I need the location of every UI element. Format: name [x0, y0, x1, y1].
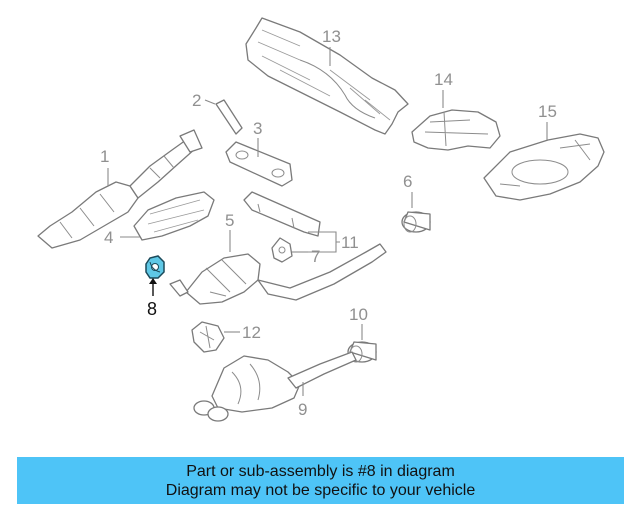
part-9-rear-muffler[interactable]: [193, 351, 357, 422]
part-12-hanger-bracket[interactable]: [191, 321, 225, 353]
callout-3[interactable]: 3: [253, 119, 262, 138]
leader-11: [308, 231, 340, 253]
part-1-catalytic-converter[interactable]: [37, 129, 203, 249]
callout-10[interactable]: 10: [349, 305, 368, 324]
part-15-floor-heat-shield[interactable]: [483, 133, 605, 201]
caption-line-1: Part or sub-assembly is #8 in diagram: [186, 462, 455, 480]
part-7-rubber-hanger[interactable]: [271, 237, 293, 263]
part-2-stud[interactable]: [215, 99, 243, 135]
callout-2[interactable]: 2: [192, 91, 201, 110]
callout-4[interactable]: 4: [104, 228, 113, 247]
part-13-heat-shield[interactable]: [245, 17, 409, 135]
exhaust-parts-diagram: 13 14 15 2 3 1 4: [37, 17, 605, 422]
part-5-front-muffler[interactable]: [169, 243, 387, 305]
callout-9[interactable]: 9: [298, 400, 307, 419]
callout-1[interactable]: 1: [100, 147, 109, 166]
part-14-heat-shield-bracket[interactable]: [411, 109, 501, 151]
callout-12[interactable]: 12: [242, 323, 261, 342]
caption-line-2: Diagram may not be specific to your vehi…: [165, 481, 476, 499]
callout-11[interactable]: 11: [341, 233, 359, 252]
callout-7[interactable]: 7: [311, 247, 320, 266]
callout-8[interactable]: 8: [147, 299, 157, 319]
leader-8-arrowhead: [149, 278, 157, 284]
diagram-caption-banner: Part or sub-assembly is #8 in diagram Di…: [17, 457, 624, 504]
callout-14[interactable]: 14: [434, 70, 453, 89]
callout-13[interactable]: 13: [322, 27, 341, 46]
callout-5[interactable]: 5: [225, 211, 234, 230]
part-11-bracket[interactable]: [243, 191, 321, 237]
part-4-heat-shield-gasket[interactable]: [133, 191, 215, 241]
callout-15[interactable]: 15: [538, 102, 557, 121]
part-8-exhaust-hanger-highlighted[interactable]: [145, 255, 165, 279]
leader-2: [204, 99, 216, 105]
part-3-gasket[interactable]: [225, 141, 293, 187]
part-6-clamp[interactable]: [401, 211, 431, 233]
callout-6[interactable]: 6: [403, 172, 412, 191]
